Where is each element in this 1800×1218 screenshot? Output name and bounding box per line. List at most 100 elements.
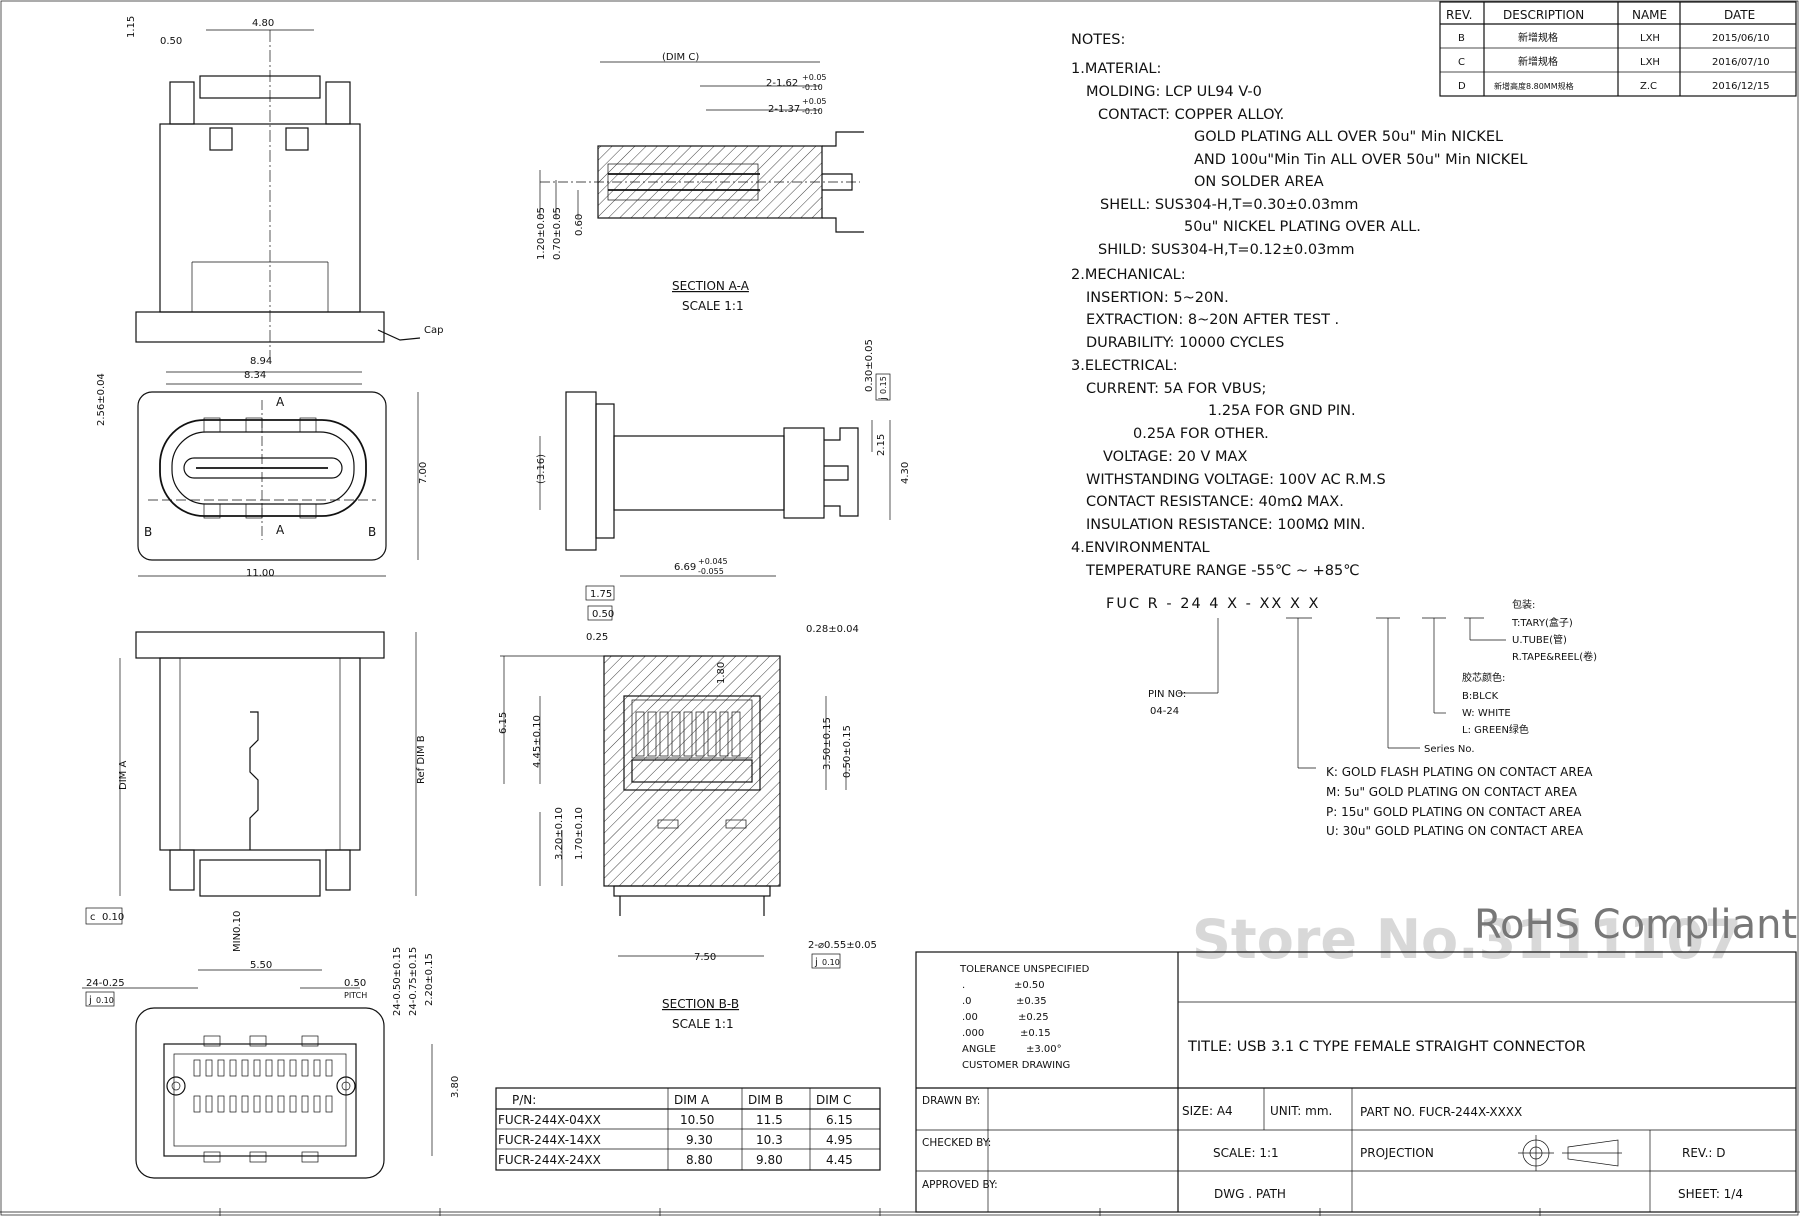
pn-cell: FUCR-244X-14XX (498, 1133, 601, 1147)
customer-drawing: CUSTOMER DRAWING (962, 1060, 1070, 1071)
note-line: 50u" NICKEL PLATING OVER ALL. (1184, 219, 1421, 235)
part-number-table: P/N: DIM A DIM B DIM C FUCR-244X-04XX 10… (495, 1087, 881, 1171)
dim-label: 8.34 (244, 370, 266, 381)
note-line: CONTACT RESISTANCE: 40mΩ MAX. (1086, 494, 1344, 510)
packing-option: U.TUBE(管) (1512, 633, 1567, 646)
note-line: EXTRACTION: 8~20N AFTER TEST . (1086, 312, 1339, 328)
tolerance-key: .000 (962, 1028, 984, 1039)
dim-label: 24-0.25 (86, 978, 125, 989)
section-aa-title: SECTION A-A (672, 279, 750, 293)
dim-label: 3.80 (450, 1076, 461, 1098)
dim-label: 7.50 (694, 952, 716, 963)
dim-label: 0.50 (592, 609, 614, 620)
section-marker: A (276, 523, 285, 537)
plating-option: P: 15u" GOLD PLATING ON CONTACT AREA (1326, 805, 1582, 819)
revision-table: REV. DESCRIPTION NAME DATE B 新增规格 LXH 20… (1439, 1, 1797, 97)
receptacle-top-view: 8.94 8.34 2.56±0.04 7.00 11.00 A A B B (96, 356, 429, 579)
projection-label: PROJECTION (1360, 1146, 1434, 1160)
section-bb-title: SECTION B-B (662, 997, 739, 1011)
dim-label: 3.20±0.10 (554, 807, 565, 860)
rohs-label: RoHS Compliant (1474, 902, 1797, 948)
note-line: INSERTION: 5~20N. (1086, 290, 1229, 306)
rev-row-rev: B (1458, 33, 1465, 44)
packing-option: R.TAPE&REEL(卷) (1512, 650, 1597, 663)
drawn-by: DRAWN BY: (922, 1095, 980, 1107)
dim-label: Ref DIM B (416, 735, 427, 784)
approved-by: APPROVED BY: (922, 1179, 998, 1191)
note-line: WITHSTANDING VOLTAGE: 100V AC R.M.S (1086, 472, 1386, 488)
dim-label: 11.00 (246, 568, 275, 579)
dim-label: 4.45±0.10 (532, 715, 543, 768)
note-line: 3.ELECTRICAL: (1071, 358, 1178, 374)
dim-label: 0.50 (160, 36, 182, 47)
pn-cell: 4.45 (826, 1153, 853, 1167)
section-marker: A (276, 395, 285, 409)
dim-label: 5.50 (250, 960, 272, 971)
dim-label: 8.94 (250, 356, 272, 367)
dim-label: 0.70±0.05 (552, 207, 563, 260)
scale-label: SCALE: 1:1 (1213, 1146, 1279, 1160)
dim-label: DIM A (118, 761, 129, 790)
tolerance-title: TOLERANCE UNSPECIFIED (959, 964, 1090, 975)
color-option: L: GREEN绿色 (1462, 723, 1529, 736)
dim-label: 6.69 (674, 562, 696, 573)
tolerance-value: ±3.00° (1026, 1044, 1062, 1055)
dim-tol: +0.045 (698, 557, 728, 566)
section-marker: B (368, 525, 376, 539)
note-line: INSULATION RESISTANCE: 100MΩ MIN. (1086, 517, 1365, 533)
notes-block: NOTES: 1.MATERIAL: MOLDING: LCP UL94 V-0… (1071, 32, 1528, 579)
note-line: ON SOLDER AREA (1194, 174, 1324, 190)
pin-range: 04-24 (1150, 706, 1179, 717)
part-number: PART NO. FUCR-244X-XXXX (1360, 1105, 1522, 1119)
dim-label: 2.20±0.15 (424, 953, 435, 1006)
color-option: B:BLCK (1462, 691, 1499, 702)
note-line: MOLDING: LCP UL94 V-0 (1086, 84, 1262, 100)
dim-label: 2-1.37 (768, 104, 800, 115)
side-profile-view: (3.16) 0.30±0.05 j 0.15 2.15 4.30 (536, 339, 911, 551)
dim-label: 1.80 (716, 662, 727, 684)
dim-label: 0.60 (574, 214, 585, 236)
part-code: FUC R - 24 4 X - XX X X (1106, 596, 1320, 612)
pn-header: P/N: (512, 1093, 536, 1107)
note-line: 1.MATERIAL: (1071, 61, 1161, 77)
rev-label: REV.: D (1682, 1146, 1726, 1160)
pn-header: DIM A (674, 1093, 710, 1107)
rev-row-desc: 新增规格 (1518, 31, 1558, 44)
projection-symbol-icon (1518, 1135, 1622, 1171)
dim-label: 0.50±0.15 (842, 725, 853, 778)
color-title: 胶芯颜色: (1462, 671, 1505, 684)
title-block: TOLERANCE UNSPECIFIED . ±0.50 .0 ±0.35 .… (915, 951, 1797, 1213)
rev-row-name: Z.C (1640, 81, 1657, 92)
dim-label: 4.80 (252, 18, 274, 29)
dim-label: 0.28±0.04 (806, 624, 859, 635)
tolerance-key: .0 (962, 996, 972, 1007)
pn-cell: 9.30 (686, 1133, 713, 1147)
pn-cell: 10.3 (756, 1133, 783, 1147)
tolerance-key: ANGLE (962, 1044, 996, 1055)
dim-tol: +0.05 (802, 73, 827, 82)
dim-label: 0.30±0.05 (864, 339, 875, 392)
rev-header-date: DATE (1724, 8, 1755, 22)
series-label: Series No. (1424, 744, 1475, 755)
rev-header-name: NAME (1632, 8, 1667, 22)
dim-label: 6.15 (498, 712, 509, 734)
pn-header: DIM C (816, 1093, 851, 1107)
dim-label: 7.00 (418, 462, 429, 484)
dim-label: 4.30 (900, 462, 911, 484)
tolerance-key: .00 (962, 1012, 978, 1023)
pn-cell: 11.5 (756, 1113, 783, 1127)
dim-label: (3.16) (536, 454, 547, 484)
dim-tol: -0.10 (802, 83, 823, 92)
plating-option: M: 5u" GOLD PLATING ON CONTACT AREA (1326, 785, 1578, 799)
section-aa-view: (DIM C) 2-1.62 +0.05 -0.10 2-1.37 +0.05 … (536, 52, 864, 313)
notes-title: NOTES: (1071, 32, 1125, 48)
note-line: 0.25A FOR OTHER. (1133, 426, 1269, 442)
rev-row-date: 2015/06/10 (1712, 33, 1770, 44)
dim-label: 0.10 (96, 996, 114, 1005)
rev-row-name: LXH (1640, 57, 1660, 68)
unit-label: UNIT: mm. (1270, 1104, 1332, 1118)
part-code-explanation: FUC R - 24 4 X - XX X X PIN NO: 04-24 包装… (1106, 596, 1597, 838)
tolerance-value: ±0.50 (1014, 980, 1045, 991)
dim-label: 0.50 (344, 978, 366, 989)
